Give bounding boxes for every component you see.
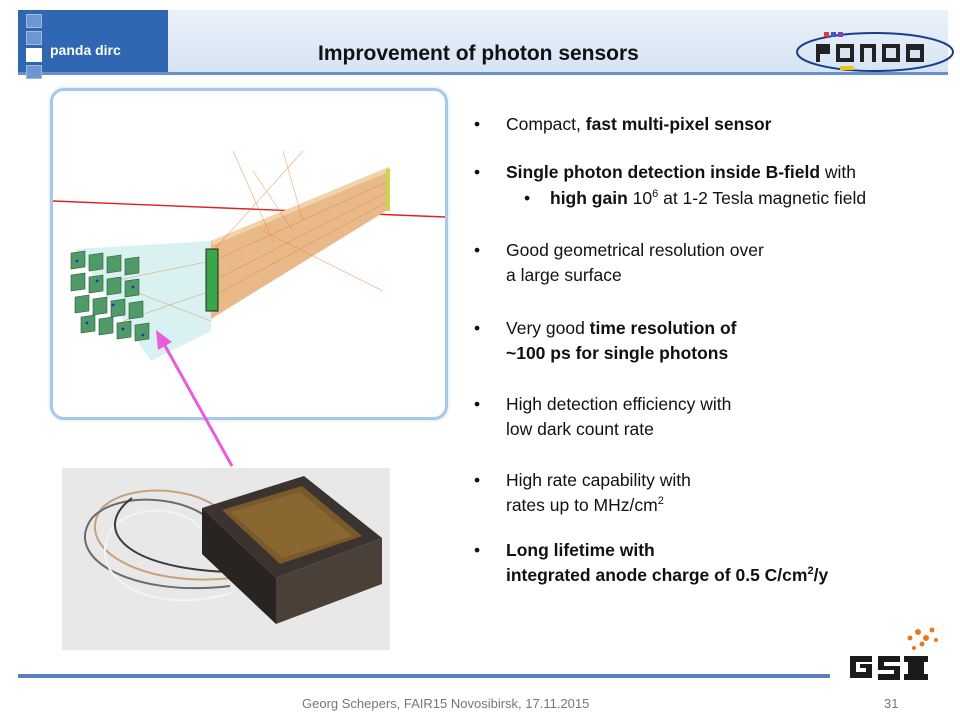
- detector-simulation-figure: [50, 88, 448, 420]
- gsi-logo: [850, 627, 938, 680]
- slide-title: Improvement of photon sensors: [318, 42, 639, 65]
- panda-logo: [796, 32, 954, 72]
- footer-divider: [18, 674, 830, 678]
- page-number: 31: [884, 696, 899, 711]
- section-tab: panda dirc: [18, 10, 168, 79]
- footer-citation: Georg Schepers, FAIR15 Novosibirsk, 17.1…: [302, 696, 590, 711]
- photon-track-illustration: [52, 150, 446, 361]
- sensor-device-illustration: [62, 468, 390, 650]
- mcp-pmt-photo: [62, 468, 390, 650]
- slide-header: panda dirc Improvement of photon sensors: [18, 10, 954, 79]
- section-label: panda dirc: [50, 42, 121, 58]
- decorative-squares: [26, 14, 42, 79]
